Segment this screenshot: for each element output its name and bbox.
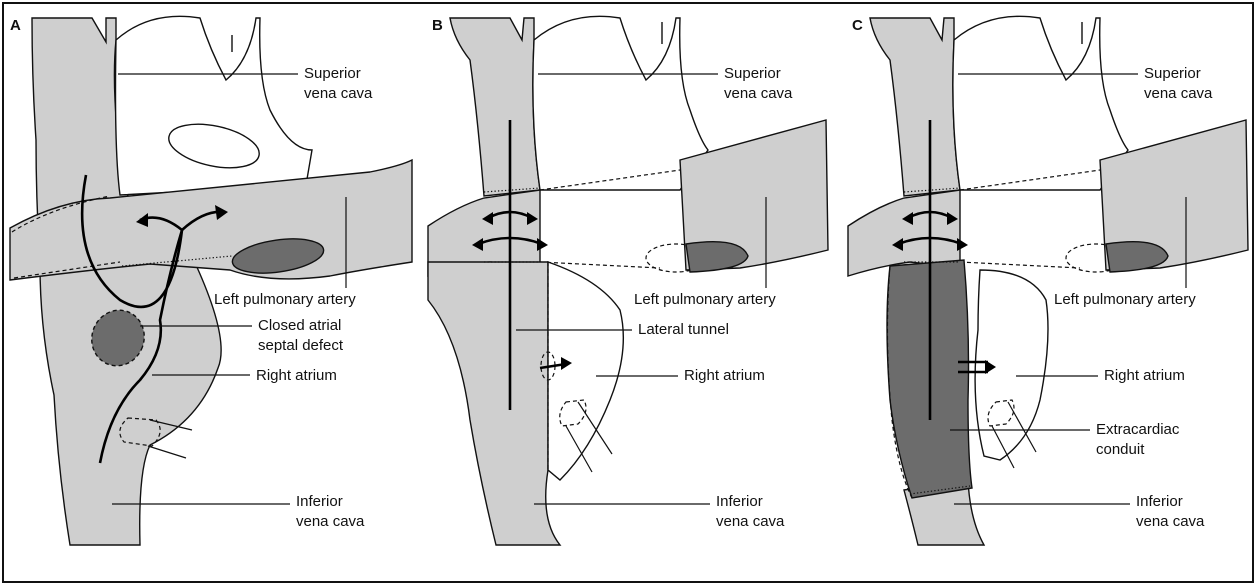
panel-a-label-ivc-2: vena cava	[296, 513, 365, 530]
panel-c-label-svc-2: vena cava	[1144, 85, 1213, 102]
panel-b-label-ivc-2: vena cava	[716, 513, 785, 530]
panel-c-label-conduit-2: conduit	[1096, 441, 1145, 458]
panel-a-label-ra: Right atrium	[256, 367, 337, 384]
panel-c-letter: C	[852, 17, 863, 34]
panel-c-label-lpa: Left pulmonary artery	[1054, 291, 1196, 308]
panel-a-heart-outline	[116, 16, 313, 195]
panel-a-label-ivc-1: Inferior	[296, 493, 343, 510]
panel-c-arrowhead-lr	[957, 238, 968, 251]
panel-b-label-svc-1: Superior	[724, 65, 781, 82]
panel-b-label-tunnel: Lateral tunnel	[638, 321, 729, 338]
panel-c-pa-dashed-bottom	[960, 262, 1080, 268]
panel-a-label-svc-2: vena cava	[304, 85, 373, 102]
panel-b-ivc	[428, 262, 560, 545]
panel-b-label-ra: Right atrium	[684, 367, 765, 384]
panel-b: B Superior vena cava Left pulmonary arte…	[428, 16, 828, 545]
panel-a-letter: A	[10, 17, 21, 34]
panel-b-arrowhead-lr	[537, 238, 548, 251]
panel-b-svc	[450, 18, 540, 196]
panel-a: A Superior vena cava Left pulmonary arte…	[10, 16, 412, 545]
panel-c-label-ivc-1: Inferior	[1136, 493, 1183, 510]
panel-a-label-asd-2: septal defect	[258, 337, 344, 354]
panel-c-label-svc-1: Superior	[1144, 65, 1201, 82]
panel-b-right-atrium	[548, 262, 623, 480]
panel-c-label-conduit-1: Extracardiac	[1096, 421, 1180, 438]
panel-c-svc	[870, 18, 960, 196]
panel-b-label-svc-2: vena cava	[724, 85, 793, 102]
panel-c: C Superior vena cava Left pulmonary arte…	[848, 16, 1248, 545]
panel-b-label-lpa: Left pulmonary artery	[634, 291, 776, 308]
panel-c-label-ivc-2: vena cava	[1136, 513, 1205, 530]
panel-b-label-ivc-1: Inferior	[716, 493, 763, 510]
panel-a-label-lpa: Left pulmonary artery	[214, 291, 356, 308]
panel-c-label-ra: Right atrium	[1104, 367, 1185, 384]
panel-b-letter: B	[432, 17, 443, 34]
panel-a-label-asd-1: Closed atrial	[258, 317, 341, 334]
panel-a-label-svc-1: Superior	[304, 65, 361, 82]
